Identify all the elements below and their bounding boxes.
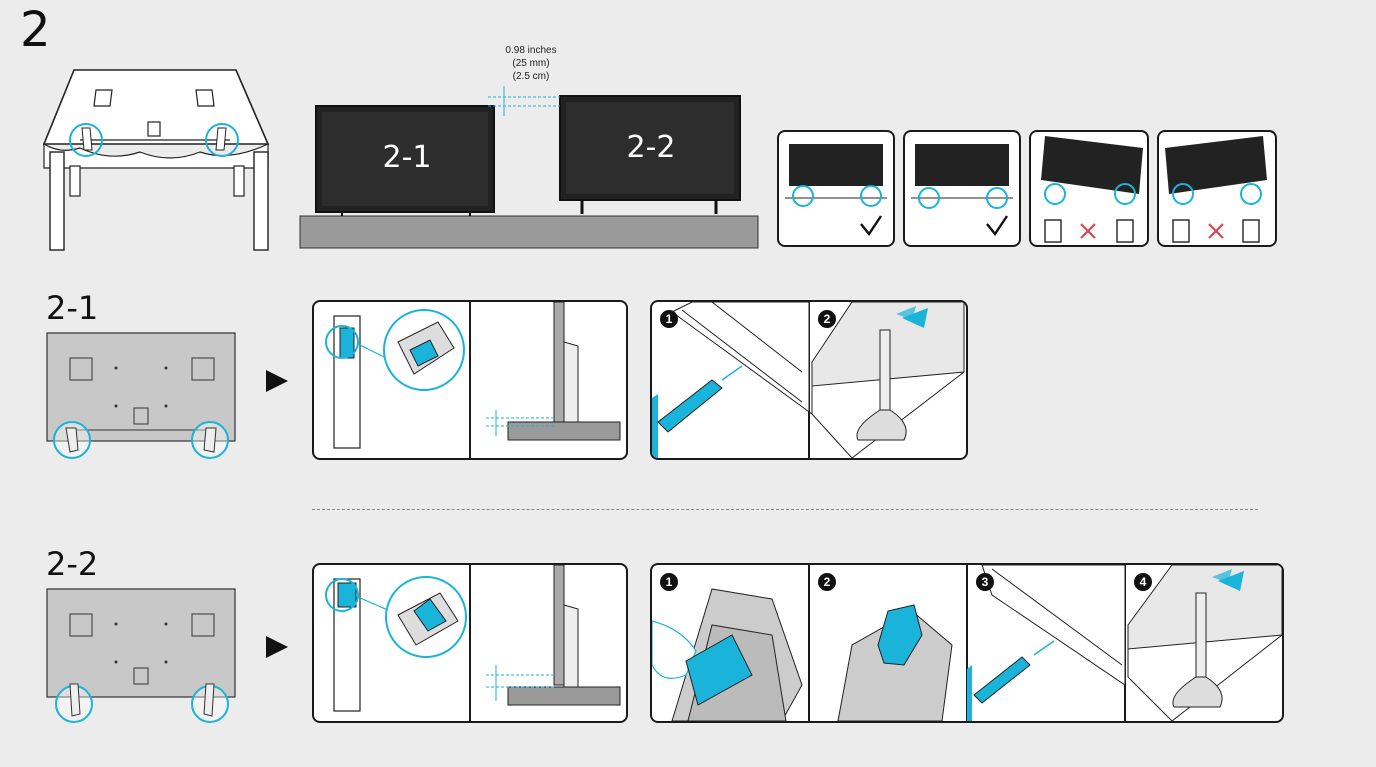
tv-label-2-1: 2-1 xyxy=(382,140,432,175)
tv-on-table-illustration xyxy=(42,69,270,251)
tv-comparison-illustration xyxy=(299,86,759,249)
assembly-steps-2-1: 1 2 xyxy=(650,300,968,460)
section-heading-2-2: 2-2 xyxy=(46,545,99,583)
dimension-cm: (2.5 cm) xyxy=(512,71,550,82)
tv-back-2-2 xyxy=(46,588,236,723)
step-badge: 2 xyxy=(818,310,836,328)
correct-panel-2 xyxy=(903,130,1021,247)
correct-panel-1 xyxy=(777,130,895,247)
stand-detail-panel-2-1 xyxy=(312,300,628,460)
incorrect-panel-2 xyxy=(1157,130,1277,247)
section-heading-2-1: 2-1 xyxy=(46,289,99,327)
step-badge: 4 xyxy=(1134,573,1152,591)
assembly-steps-2-2: 1 2 3 4 xyxy=(650,563,1284,723)
step-badge: 3 xyxy=(976,573,994,591)
cross-icon xyxy=(1080,223,1096,239)
arrow-right-icon xyxy=(266,636,288,658)
dimension-mm: (25 mm) xyxy=(512,58,550,69)
arrow-right-icon xyxy=(266,370,288,392)
tv-label-2-2: 2-2 xyxy=(626,130,676,165)
incorrect-panel-1 xyxy=(1029,130,1149,247)
dimension-inches: 0.98 inches xyxy=(505,45,557,56)
step-badge: 2 xyxy=(818,573,836,591)
tv-back-2-1 xyxy=(46,332,236,459)
step-badge: 1 xyxy=(660,310,678,328)
stand-detail-panel-2-2 xyxy=(312,563,628,723)
cross-icon xyxy=(1208,223,1224,239)
check-icon xyxy=(860,215,882,237)
step-badge: 1 xyxy=(660,573,678,591)
step-number: 2 xyxy=(20,2,51,58)
gap-dimension: 0.98 inches (25 mm) (2.5 cm) xyxy=(492,44,570,83)
section-divider xyxy=(312,509,1258,510)
check-icon xyxy=(986,215,1008,237)
